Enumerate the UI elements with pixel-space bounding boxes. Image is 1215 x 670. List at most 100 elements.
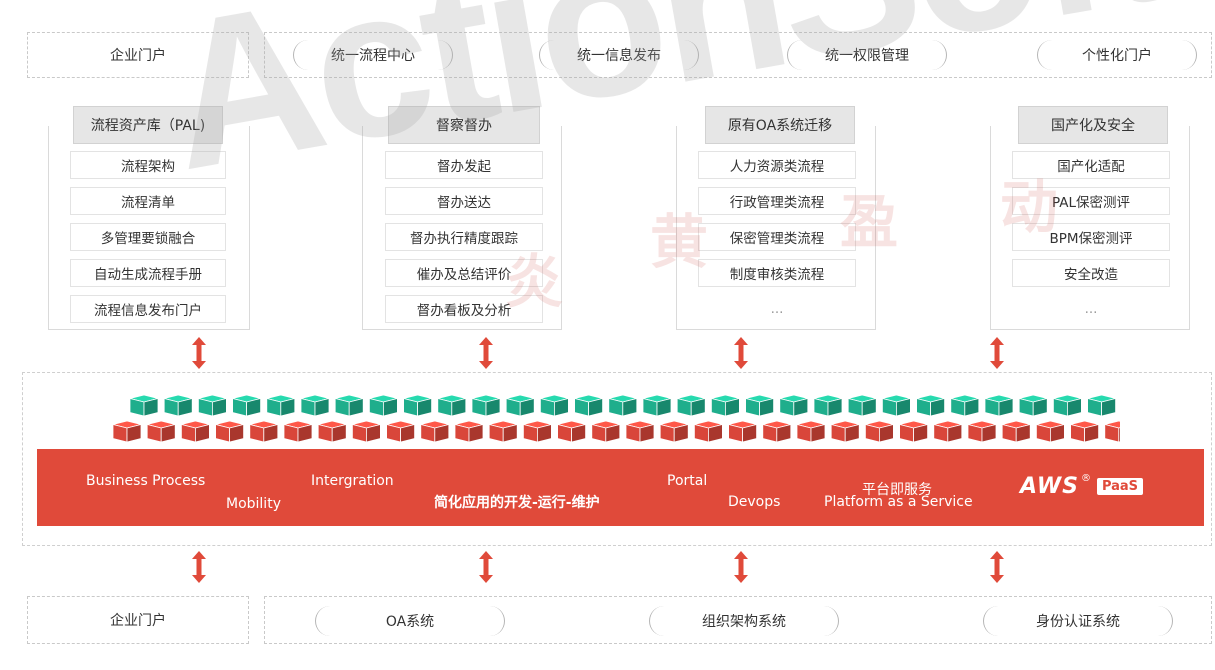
column-localization-item: ... bbox=[1012, 295, 1170, 323]
cube-icon bbox=[181, 420, 210, 443]
cube-icon bbox=[386, 420, 415, 443]
cube-icon bbox=[796, 420, 826, 443]
column-oa-migration-item: 人力资源类流程 bbox=[698, 151, 856, 179]
column-oa-migration-item: 行政管理类流程 bbox=[698, 187, 856, 215]
top-item-label: 统一流程中心 bbox=[331, 48, 415, 64]
double-arrow-icon bbox=[192, 551, 206, 583]
aws-paas-logo: AWS ® PaaS bbox=[1020, 473, 1144, 501]
cube-icon bbox=[642, 394, 672, 417]
column-oa-migration-title: 原有OA系统迁移 bbox=[705, 106, 855, 144]
column-oa-migration-item: 保密管理类流程 bbox=[698, 223, 856, 251]
column-localization-title: 国产化及安全 bbox=[1018, 106, 1168, 144]
cube-icon bbox=[984, 394, 1014, 417]
cube-icon bbox=[112, 420, 142, 443]
column-pal-item: 流程架构 bbox=[70, 151, 226, 179]
cube-icon bbox=[625, 420, 655, 443]
column-localization-item: PAL保密测评 bbox=[1012, 187, 1170, 215]
bottom-item-label: 身份认证系统 bbox=[1036, 614, 1120, 630]
cube-icon bbox=[1018, 394, 1048, 417]
cube-icon bbox=[711, 394, 740, 417]
cube-icon bbox=[334, 394, 364, 417]
column-supervision-item: 催办及总结评价 bbox=[385, 259, 543, 287]
cube-icon bbox=[249, 420, 279, 443]
banner-mobility: Mobility bbox=[226, 496, 281, 512]
cube-icon bbox=[813, 394, 843, 417]
cube-icon bbox=[591, 420, 621, 443]
cube-icon bbox=[676, 394, 706, 417]
cube-icon bbox=[300, 394, 330, 417]
cube-icon bbox=[1001, 420, 1031, 443]
cube-icon bbox=[728, 420, 757, 443]
cube-icon bbox=[283, 420, 313, 443]
cube-icon bbox=[1087, 394, 1116, 417]
cube-icon bbox=[505, 394, 535, 417]
cube-icon bbox=[745, 394, 774, 417]
cube-icon bbox=[317, 420, 347, 443]
cube-icon bbox=[899, 420, 928, 443]
banner-simplify: 简化应用的开发-运行-维护 bbox=[434, 495, 600, 511]
column-localization-item: BPM保密测评 bbox=[1012, 223, 1170, 251]
bottom-item-identity: 身份认证系统 bbox=[983, 606, 1173, 636]
bottom-left-label: 企业门户 bbox=[110, 613, 166, 629]
top-bar: 统一流程中心 统一信息发布 统一权限管理 个性化门户 bbox=[264, 32, 1212, 78]
cube-icon bbox=[847, 394, 877, 417]
paas-logo-badge: PaaS bbox=[1096, 478, 1144, 495]
bottom-item-label: OA系统 bbox=[385, 614, 435, 630]
column-localization-item: 国产化适配 bbox=[1012, 151, 1170, 179]
top-left-label: 企业门户 bbox=[110, 48, 166, 64]
cube-icon bbox=[950, 394, 980, 417]
top-item-label: 个性化门户 bbox=[1082, 48, 1152, 64]
banner-portal: Portal bbox=[667, 473, 708, 489]
cube-icon bbox=[471, 394, 501, 417]
cube-icon bbox=[352, 420, 381, 443]
column-pal-title: 流程资产库（PAL) bbox=[73, 106, 223, 144]
column-localization-item: 安全改造 bbox=[1012, 259, 1170, 287]
double-arrow-icon bbox=[479, 551, 493, 583]
top-item-unified-permission: 统一权限管理 bbox=[787, 40, 947, 70]
column-supervision-item: 督办发起 bbox=[385, 151, 543, 179]
banner-business-process: Business Process bbox=[86, 473, 206, 489]
cube-icon bbox=[882, 394, 911, 417]
cube-icon bbox=[146, 420, 176, 443]
bottom-bar: OA系统 组织架构系统 身份认证系统 bbox=[264, 596, 1212, 644]
top-left-box: 企业门户 bbox=[27, 32, 249, 78]
bottom-left-box: 企业门户 bbox=[27, 596, 249, 644]
double-arrow-icon bbox=[734, 337, 748, 369]
column-oa-migration-item: ... bbox=[698, 295, 856, 323]
double-arrow-icon bbox=[192, 337, 206, 369]
bottom-item-label: 组织架构系统 bbox=[702, 614, 786, 630]
column-pal-item: 流程信息发布门户 bbox=[70, 295, 226, 323]
cube-icon bbox=[488, 420, 518, 443]
cube-icon bbox=[659, 420, 689, 443]
cube-icon bbox=[266, 394, 296, 417]
top-item-label: 统一信息发布 bbox=[577, 48, 661, 64]
column-supervision-item: 督办送达 bbox=[385, 187, 543, 215]
cube-icon bbox=[369, 394, 398, 417]
cube-icon bbox=[163, 394, 193, 417]
column-supervision-title: 督察督办 bbox=[388, 106, 540, 144]
cube-icon bbox=[437, 394, 467, 417]
banner-paas-cn: 平台即服务 bbox=[862, 482, 932, 498]
column-pal-item: 自动生成流程手册 bbox=[70, 259, 226, 287]
top-item-personal-portal: 个性化门户 bbox=[1037, 40, 1197, 70]
bottom-item-org: 组织架构系统 bbox=[649, 606, 839, 636]
cube-icon bbox=[694, 420, 723, 443]
cube-icon bbox=[420, 420, 450, 443]
banner-paas-en: Platform as a Service bbox=[824, 494, 973, 510]
cube-icon bbox=[865, 420, 894, 443]
cube-icon bbox=[403, 394, 432, 417]
aws-logo-reg: ® bbox=[1080, 473, 1091, 484]
cube-icon bbox=[1036, 420, 1065, 443]
banner-intergration: Intergration bbox=[311, 473, 394, 489]
cube-icon bbox=[232, 394, 261, 417]
cube-icon bbox=[830, 420, 860, 443]
cube-icon bbox=[933, 420, 963, 443]
cube-icon bbox=[540, 394, 569, 417]
cube-icon bbox=[129, 394, 159, 417]
cube-icon bbox=[523, 420, 552, 443]
cube-icon bbox=[1104, 420, 1120, 443]
top-item-label: 统一权限管理 bbox=[825, 48, 909, 64]
column-supervision-item: 督办执行精度跟踪 bbox=[385, 223, 543, 251]
top-item-unified-process: 统一流程中心 bbox=[293, 40, 453, 70]
cube-icon bbox=[1053, 394, 1082, 417]
